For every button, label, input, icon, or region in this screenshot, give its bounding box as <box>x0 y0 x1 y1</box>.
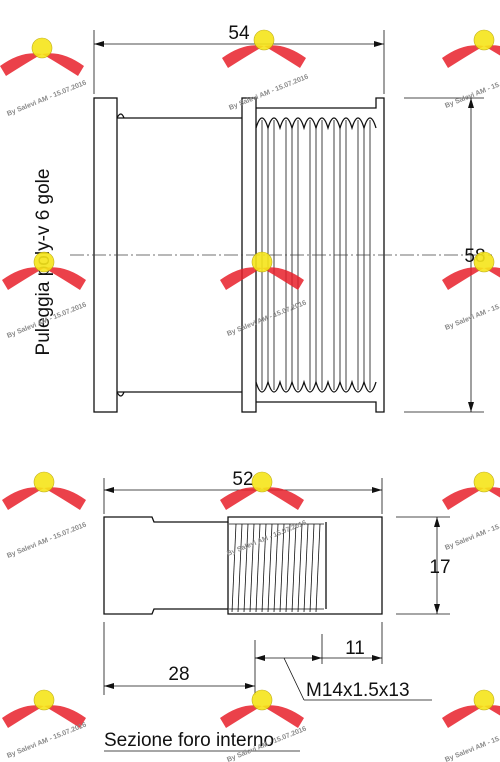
watermark-text: By Salevi AM - 15.07.2016 <box>6 521 87 559</box>
watermark-logo <box>2 471 86 510</box>
watermark-logo <box>220 251 304 290</box>
watermark-text: By Salevi AM - 15.07.2016 <box>228 73 309 111</box>
pulley-side-view <box>70 97 492 413</box>
bore-section-view <box>103 516 383 615</box>
thread-spec-label: M14x1.5x13 <box>306 680 410 701</box>
watermark-logo <box>2 251 86 290</box>
watermark-text: By Salevi AM - 15.07.2016 <box>444 725 500 762</box>
section-caption: Sezione foro interno <box>104 730 274 751</box>
watermark-logo <box>442 29 500 68</box>
watermark-layer: By Salevi AM - 15.07.2016 By Salevi AM -… <box>0 29 500 762</box>
thread-length-dim-label: 11 <box>345 638 365 659</box>
watermark-logo <box>442 251 500 290</box>
watermark-text: By Salevi AM - 15.07.2016 <box>226 299 307 337</box>
thread-spec-callout: M14x1.5x13 <box>283 657 432 701</box>
watermark-logo <box>442 689 500 728</box>
watermark-logo <box>220 689 304 728</box>
watermark-text: By Salevi AM - 15.07.2016 <box>6 79 87 117</box>
watermark-logo <box>0 37 84 76</box>
dim-width-54: 54 <box>93 23 385 94</box>
length-dim-label: 52 <box>232 469 253 490</box>
watermark-logo <box>220 471 304 510</box>
diameter-dim-label: 17 <box>429 557 450 578</box>
watermark-logo <box>442 471 500 510</box>
offset-dim-label: 28 <box>168 664 189 685</box>
watermark-logo <box>222 29 306 68</box>
dim-thread-length-11: 11 <box>255 622 383 664</box>
dim-offset-28: 28 <box>103 622 256 695</box>
dim-diameter-17: 17 <box>396 516 451 615</box>
width-dim-label: 54 <box>228 23 250 44</box>
watermark-logo <box>2 689 86 728</box>
watermark-text: By Salevi AM - 15.07.2016 <box>6 721 87 759</box>
watermark-text: By Salevi AM - 15.07.2016 <box>444 293 500 331</box>
watermark-text: By Salevi AM - 15.07.2016 <box>444 513 500 551</box>
